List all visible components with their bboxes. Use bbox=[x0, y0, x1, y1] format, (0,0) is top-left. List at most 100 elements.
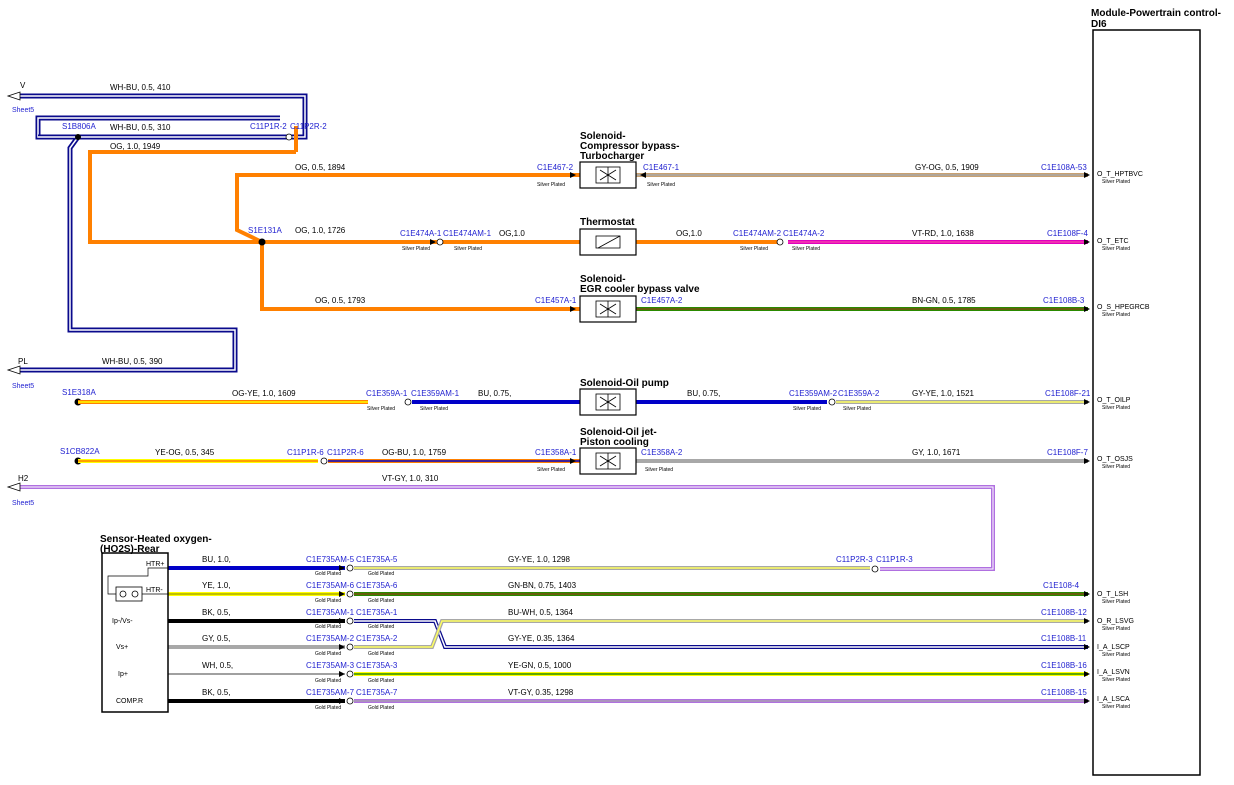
connector-label: C11P1R-3 bbox=[876, 555, 913, 564]
connector-label: C1E474AM-2 bbox=[733, 229, 782, 238]
splice-dot-s1e131a bbox=[258, 238, 266, 246]
thermostat[interactable]: Thermostat bbox=[579, 217, 637, 256]
module-pin: O_T_HPTBVC bbox=[1097, 171, 1143, 178]
wire-label: OG-BU, 1.0, 1759 bbox=[382, 448, 447, 457]
connector-label: C1E457A-1 bbox=[535, 296, 577, 305]
plating-label: Silver Plated bbox=[645, 467, 673, 473]
orange-wires bbox=[88, 150, 780, 311]
sheet-link[interactable]: Sheet5 bbox=[12, 383, 34, 390]
wire-label: WH-BU, 0.5, 410 bbox=[110, 83, 171, 92]
connector-label: C11P2R-3 bbox=[836, 555, 873, 564]
connector-label: C1E474A-2 bbox=[783, 229, 825, 238]
wire-label: GY, 0.5, bbox=[202, 634, 230, 643]
plating-label: Gold Plated bbox=[368, 624, 394, 630]
wire-label: GY-YE, 1.0, 1521 bbox=[912, 389, 975, 398]
splice-dot-s1b806a bbox=[75, 134, 81, 140]
module-title-line1: Module-Powertrain control- bbox=[1091, 8, 1221, 19]
wire-label: BU, 1.0, bbox=[202, 555, 231, 564]
plating-label: Silver Plated bbox=[1102, 652, 1130, 658]
solenoid-compressor-bypass[interactable]: Solenoid- Compressor bypass- Turbocharge… bbox=[579, 131, 679, 189]
plating-label: Silver Plated bbox=[793, 406, 821, 412]
component-title: Solenoid-Oil pump bbox=[580, 378, 669, 389]
component-title: Sensor-Heated oxygen- bbox=[100, 534, 212, 545]
connector-label: C1E108F-21 bbox=[1045, 389, 1091, 398]
connector-label: C1E474A-1 bbox=[400, 229, 442, 238]
wire-label: BU, 0.75, bbox=[687, 389, 720, 398]
splice-label: S1B806A bbox=[62, 122, 96, 131]
wire-label: BN-GN, 0.5, 1785 bbox=[912, 296, 976, 305]
wire-wh-bu-390 bbox=[20, 135, 238, 373]
sensor-pin: Ip+ bbox=[118, 671, 128, 678]
sensor-pin: HTR+ bbox=[146, 561, 164, 568]
sensor-pin: COMP.R bbox=[116, 698, 143, 705]
wire-label: VT-GY, 0.35, 1298 bbox=[508, 688, 574, 697]
sensor-pin: Vs+ bbox=[116, 644, 128, 651]
connector-label: C1E457A-2 bbox=[641, 296, 683, 305]
connector-label: C1E467-1 bbox=[643, 163, 680, 172]
offpage-v[interactable]: V Sheet5 bbox=[6, 81, 34, 114]
connector-label: C1E108B-3 bbox=[1043, 296, 1085, 305]
plating-label: Silver Plated bbox=[1102, 246, 1130, 252]
solenoid-egr-cooler-bypass[interactable]: Solenoid- EGR cooler bypass valve bbox=[579, 274, 700, 323]
plating-label: Silver Plated bbox=[1102, 677, 1130, 683]
connector-label: C1E108F-4 bbox=[1047, 229, 1088, 238]
wire-label: YE-OG, 0.5, 345 bbox=[155, 448, 215, 457]
plating-label: Silver Plated bbox=[740, 246, 768, 252]
solenoid-oil-jet[interactable]: Solenoid-Oil jet- Piston cooling bbox=[579, 427, 657, 475]
solenoid-oil-pump[interactable]: Solenoid-Oil pump bbox=[579, 378, 669, 416]
offpage-signal-label: V bbox=[20, 81, 26, 90]
connector-label: C11P2R-6 bbox=[327, 448, 364, 457]
wire-labels: WH-BU, 0.5, 410 WH-BU, 0.5, 310 WH-BU, 0… bbox=[102, 83, 979, 697]
connector-label: C1E358A-1 bbox=[535, 448, 577, 457]
connector-label: C1E108A-53 bbox=[1041, 163, 1087, 172]
component-title: Solenoid- bbox=[580, 274, 626, 285]
sheet-link[interactable]: Sheet5 bbox=[12, 107, 34, 114]
plating-label: Silver Plated bbox=[454, 246, 482, 252]
module-pin: O_R_LSVG bbox=[1097, 618, 1134, 625]
plating-label: Silver Plated bbox=[1102, 312, 1130, 318]
wire-label: OG, 1.0, 1949 bbox=[110, 142, 161, 151]
wire-label: WH-BU, 0.5, 310 bbox=[110, 123, 171, 132]
component-title: Solenoid- bbox=[580, 131, 626, 142]
connector-label: C1E735A-2 bbox=[356, 634, 398, 643]
module-pin: O_T_OILP bbox=[1097, 397, 1131, 404]
component-title: Compressor bypass- bbox=[580, 141, 679, 152]
connector-label: C1E359AM-1 bbox=[411, 389, 460, 398]
plating-label: Silver Plated bbox=[1102, 179, 1130, 185]
component-title: Solenoid-Oil jet- bbox=[580, 427, 657, 438]
plating-label: Silver Plated bbox=[537, 182, 565, 188]
sensor-pin: Ip-/Vs- bbox=[112, 618, 133, 625]
offpage-pl[interactable]: PL Sheet5 bbox=[6, 357, 34, 390]
sheet-link[interactable]: Sheet5 bbox=[12, 500, 34, 507]
wire-label: OG,1.0 bbox=[499, 229, 525, 238]
offpage-signal-label: H2 bbox=[18, 474, 29, 483]
component-title: Piston cooling bbox=[580, 437, 649, 448]
plating-label: Gold Plated bbox=[368, 705, 394, 711]
module-pin: O_T_OSJS bbox=[1097, 456, 1133, 463]
plating-label: Silver Plated bbox=[367, 406, 395, 412]
offpage-signal-label: PL bbox=[18, 357, 28, 366]
connector-label: C1E735A-3 bbox=[356, 661, 398, 670]
connector-label: C1E358A-2 bbox=[641, 448, 683, 457]
wire-label: BK, 0.5, bbox=[202, 608, 230, 617]
plating-label: Gold Plated bbox=[315, 598, 341, 604]
plating-label: Silver Plated bbox=[537, 467, 565, 473]
connector-label: C1E735AM-1 bbox=[306, 608, 355, 617]
component-title: Thermostat bbox=[580, 217, 635, 228]
offpage-h2[interactable]: H2 Sheet5 bbox=[6, 474, 34, 507]
module-pins: O_T_HPTBVC Silver Plated O_T_ETC Silver … bbox=[1097, 171, 1150, 710]
wire-wh-bu-410 bbox=[20, 93, 308, 140]
plating-label: Silver Plated bbox=[420, 406, 448, 412]
wire-label: BU-WH, 0.5, 1364 bbox=[508, 608, 573, 617]
connector-label: C1E735A-6 bbox=[356, 581, 398, 590]
wire-label: GY, 1.0, 1671 bbox=[912, 448, 961, 457]
wire-label: OG, 1.0, 1726 bbox=[295, 226, 346, 235]
wire-label: BK, 0.5, bbox=[202, 688, 230, 697]
connector-label: C11P1R-6 bbox=[287, 448, 324, 457]
connector-label: C1E359A-2 bbox=[838, 389, 880, 398]
wire-og-1894 bbox=[235, 173, 580, 244]
sensor-heated-oxygen[interactable]: Sensor-Heated oxygen- (HO2S)-Rear HTR+ H… bbox=[100, 534, 212, 713]
wire-label: OG, 0.5, 1793 bbox=[315, 296, 366, 305]
connector-label: C1E108B-11 bbox=[1041, 634, 1087, 643]
